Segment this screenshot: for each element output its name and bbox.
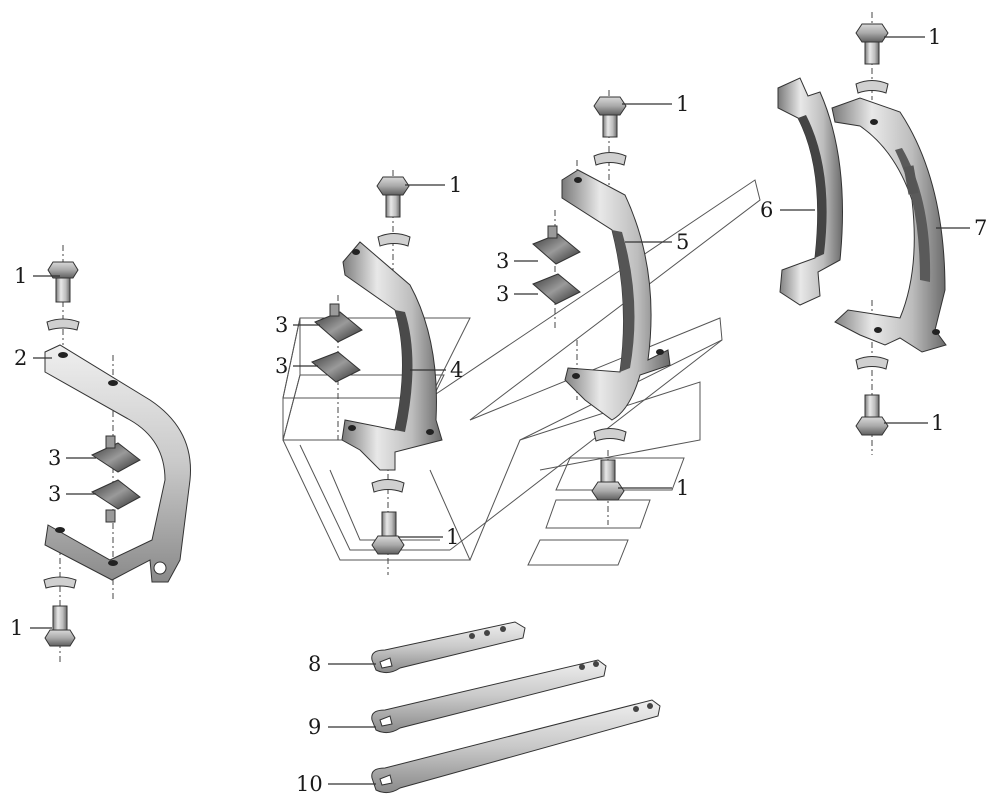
strap-part-4: [341, 241, 443, 471]
half-ring-part-7: [831, 97, 947, 353]
right-assembly: [777, 12, 947, 455]
washer: [593, 152, 627, 166]
callout-3-center-right-b: 3: [496, 282, 509, 306]
clip-part-3: [532, 225, 581, 265]
clip-part-3: [311, 351, 361, 383]
strap-part-5: [561, 169, 671, 421]
clip-part-3: [314, 303, 363, 343]
callout-1-right-bottom: 1: [931, 411, 944, 435]
callout-labels: 1 1 1 1 1 1 1 1 2 3 3 3 3 3 3 4 5 6 7 8 …: [10, 25, 987, 796]
callout-1-center-left-bottom: 1: [446, 525, 459, 549]
callout-3-left-b: 3: [48, 482, 61, 506]
bolt-part-1: [47, 261, 79, 303]
callout-6: 6: [760, 198, 773, 222]
washer: [43, 576, 77, 589]
callout-10: 10: [296, 772, 323, 796]
clip-part-3: [532, 273, 581, 305]
callout-8: 8: [308, 652, 321, 676]
callout-3-center-left-b: 3: [275, 354, 288, 378]
callout-7: 7: [974, 216, 987, 240]
bolt-part-1: [855, 394, 889, 436]
left-assembly: [43, 245, 191, 665]
bolt-part-1: [371, 511, 405, 555]
clip-part-3: [90, 435, 141, 473]
background-outline-panels: [282, 179, 761, 566]
bolt-part-1: [591, 459, 625, 501]
callout-3-left-a: 3: [48, 446, 61, 470]
wrench-part-8: [371, 621, 526, 674]
bolt-part-1: [855, 23, 889, 65]
washer: [855, 356, 889, 370]
callout-5: 5: [676, 230, 689, 254]
callout-2: 2: [14, 346, 27, 370]
callout-3-center-left-a: 3: [275, 313, 288, 337]
wrench-part-10: [371, 699, 661, 794]
washer: [855, 80, 889, 94]
callout-1-center-left-top: 1: [449, 173, 462, 197]
bracket-part-2: [44, 344, 191, 583]
center-left-assembly: [311, 170, 443, 575]
callout-1-center-right-bottom: 1: [676, 476, 689, 500]
washer: [593, 428, 627, 442]
callout-1-left-bottom: 1: [10, 616, 23, 640]
bolt-part-1: [376, 176, 410, 218]
callout-1-right-top: 1: [928, 25, 941, 49]
clip-part-3: [90, 479, 141, 523]
callout-1-left-top: 1: [14, 264, 27, 288]
callout-3-center-right-a: 3: [496, 249, 509, 273]
bolt-part-1: [44, 605, 76, 647]
callout-4: 4: [450, 358, 463, 382]
washer: [377, 233, 411, 247]
callout-leaders: [30, 36, 970, 785]
washer: [46, 318, 80, 331]
callout-9: 9: [308, 715, 321, 739]
washer: [371, 479, 405, 493]
callout-1-center-right-top: 1: [676, 92, 689, 116]
bolt-part-1: [593, 96, 627, 138]
center-right-assembly: [532, 90, 671, 525]
wrench-part-9: [371, 659, 607, 734]
